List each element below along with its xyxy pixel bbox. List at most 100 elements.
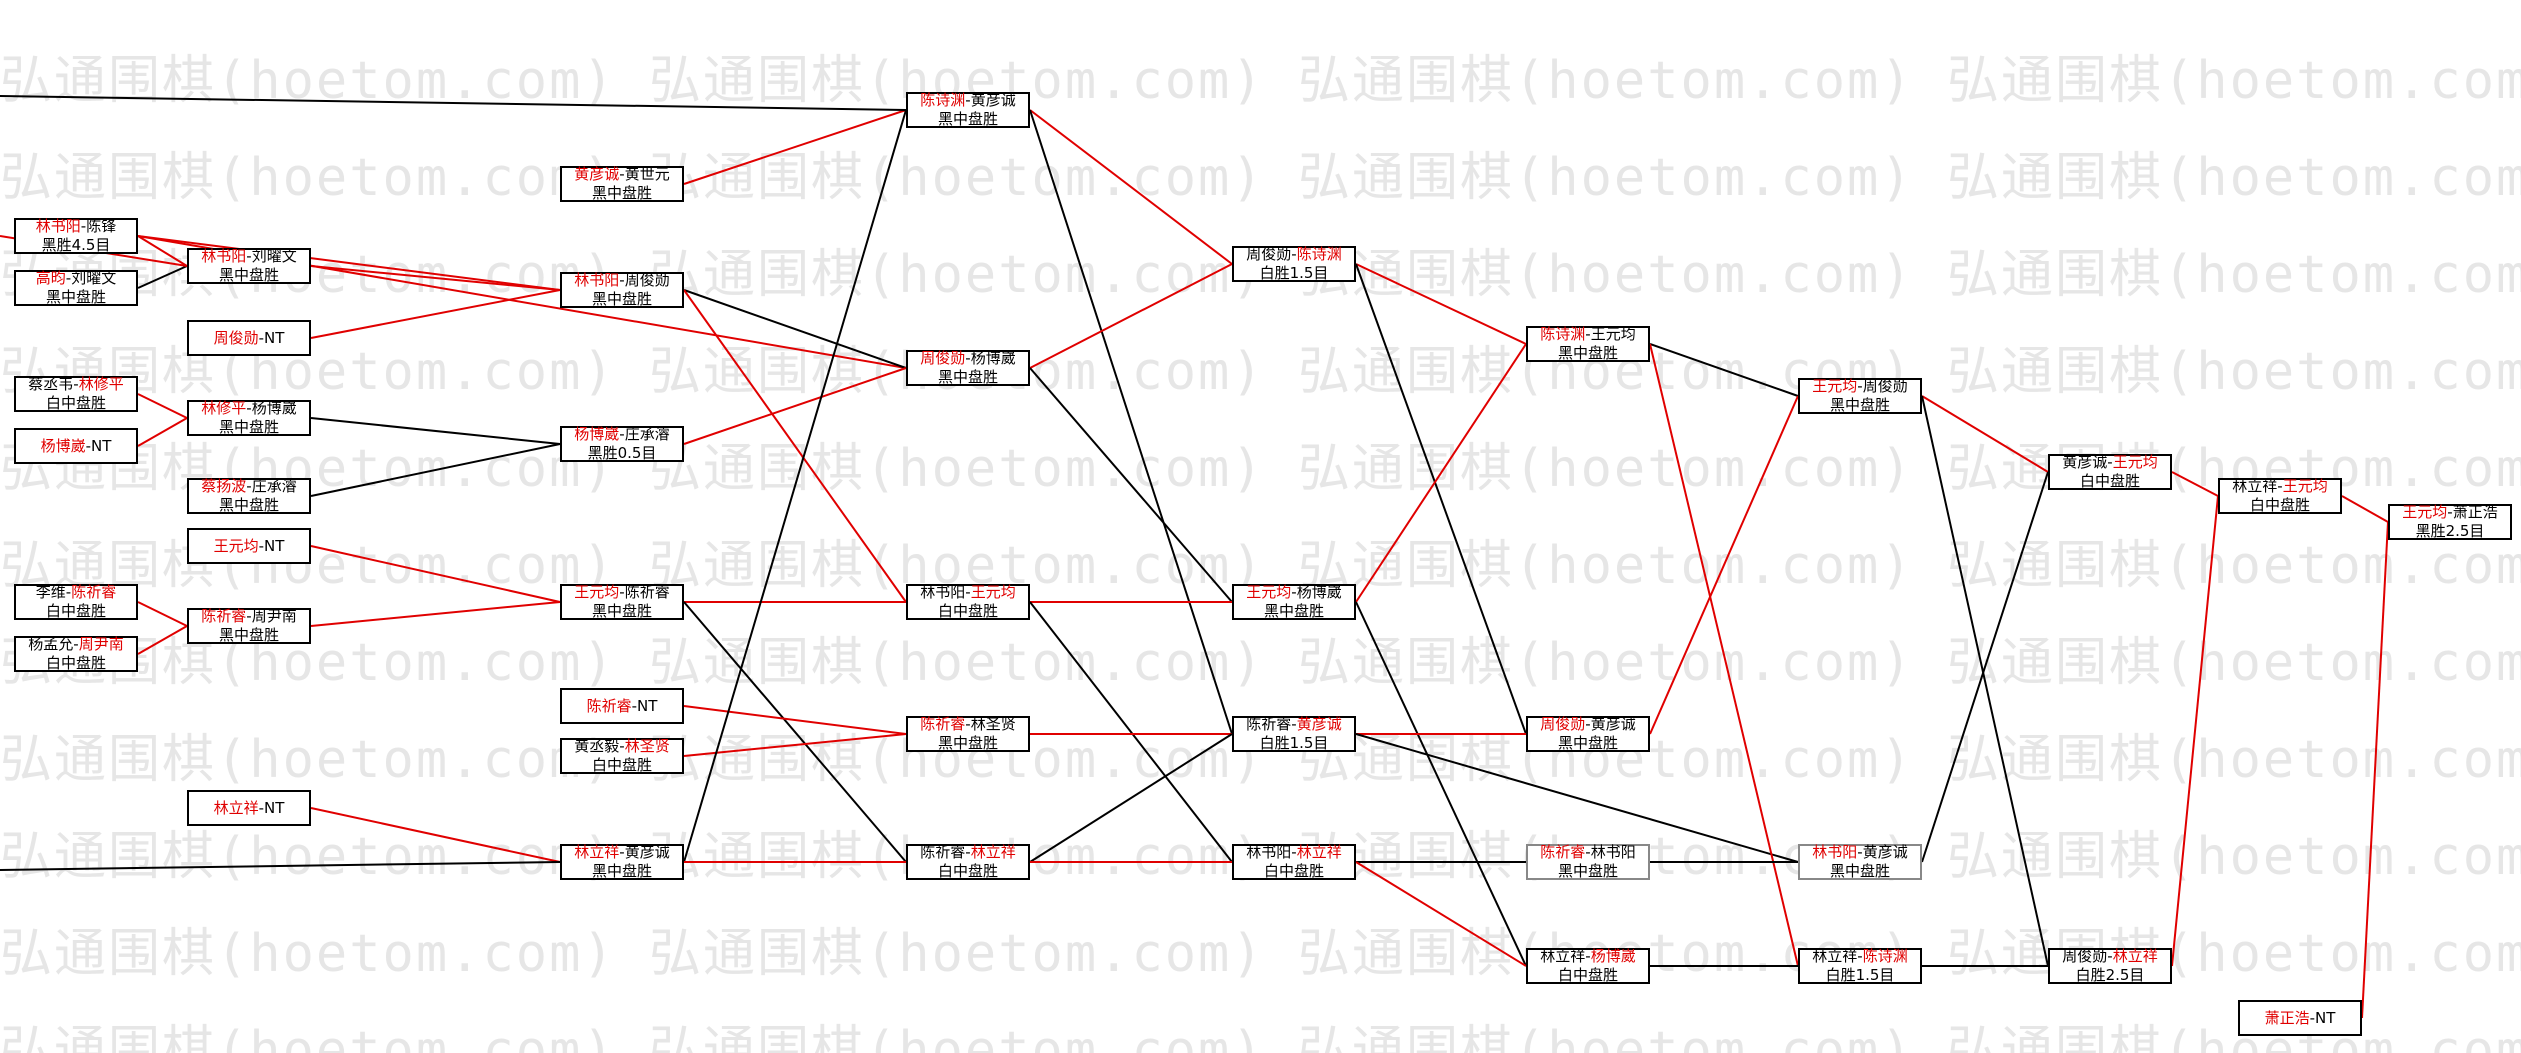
- match-box-r2a[interactable]: 林书阳-刘曜文黑中盘胜: [187, 247, 311, 284]
- vs-dash: -: [1291, 245, 1297, 263]
- player-1: 陈祈睿: [1540, 843, 1586, 861]
- connector-edge-r4a: [0, 95, 907, 111]
- connector-r5d-r6d: [1355, 861, 1527, 967]
- match-box-r7b[interactable]: 林书阳-黄彦诚黑中盘胜: [1798, 843, 1922, 880]
- match-box-r2d[interactable]: 蔡扬波-庄承濬黑中盘胜: [187, 477, 311, 514]
- match-players: 陈祈睿-林立祥: [920, 843, 1015, 862]
- player-1: 周俊勋: [1246, 245, 1292, 263]
- match-box-r3d[interactable]: 王元均-陈祈睿黑中盘胜: [560, 583, 684, 620]
- match-box-r1e[interactable]: 李维-陈祈睿白中盘胜: [14, 583, 138, 620]
- connector-r1e-r2f: [137, 601, 188, 627]
- match-result: 黑中盘胜: [45, 288, 106, 306]
- match-players: 林修平-杨博崴: [201, 399, 296, 418]
- connector-r3b-r4b: [683, 289, 907, 369]
- player-2: 周尹南: [251, 607, 297, 625]
- player-1: 王元均: [1246, 583, 1292, 601]
- match-box-r9a[interactable]: 林立祥-王元均白中盘胜: [2218, 477, 2342, 514]
- player-2: 林立祥: [970, 843, 1016, 861]
- match-box-r1a[interactable]: 林书阳-陈锋黑胜4.5目: [14, 217, 138, 254]
- match-box-r9b[interactable]: 萧正浩-NT: [2238, 1000, 2362, 1036]
- match-box-r1d[interactable]: 杨博崴-NT: [14, 428, 138, 464]
- match-box-r1b[interactable]: 高昀-刘曜文黑中盘胜: [14, 269, 138, 306]
- match-box-r10a[interactable]: 王元均-萧正浩黑胜2.5目: [2388, 503, 2512, 540]
- match-box-r3b[interactable]: 林书阳-周俊勋黑中盘胜: [560, 271, 684, 308]
- match-players: 李维-陈祈睿: [36, 583, 116, 602]
- player-2: NT: [264, 536, 285, 555]
- vs-dash: -: [73, 635, 79, 653]
- vs-dash: -: [65, 269, 72, 287]
- match-box-r4e[interactable]: 陈祈睿-林立祥白中盘胜: [906, 843, 1030, 880]
- player-1: 陈祈睿: [201, 607, 247, 625]
- match-box-r3f[interactable]: 黄丞毅-林圣贤白中盘胜: [560, 737, 684, 774]
- match-box-r2e[interactable]: 王元均-NT: [187, 528, 311, 564]
- match-result: 黑中盘胜: [937, 110, 998, 128]
- player-2: 黄彦诚: [1296, 715, 1342, 733]
- match-result: 黑中盘胜: [1557, 862, 1618, 880]
- match-players: 林书阳-陈锋: [36, 217, 116, 236]
- player-1: 林立祥: [574, 843, 620, 861]
- player-2: 林修平: [78, 375, 124, 393]
- connector-r9b-r10a: [2361, 521, 2389, 1019]
- match-result: 白中盘胜: [45, 602, 106, 620]
- match-players: 黄彦诚-黄世元: [574, 165, 669, 184]
- player-1: 黄彦诚: [2062, 453, 2108, 471]
- match-box-r3e[interactable]: 陈祈睿-NT: [560, 688, 684, 724]
- match-box-r4b[interactable]: 周俊勋-杨博崴黑中盘胜: [906, 349, 1030, 386]
- match-box-r5d[interactable]: 林书阳-林立祥白中盘胜: [1232, 843, 1356, 880]
- match-box-r6a[interactable]: 陈诗渊-王元均黑中盘胜: [1526, 325, 1650, 362]
- match-box-r5b[interactable]: 王元均-杨博崴黑中盘胜: [1232, 583, 1356, 620]
- match-box-r3a[interactable]: 黄彦诚-黄世元黑中盘胜: [560, 165, 684, 202]
- match-box-r4c[interactable]: 林书阳-王元均白中盘胜: [906, 583, 1030, 620]
- vs-dash: -: [965, 715, 971, 733]
- match-box-r3g[interactable]: 林立祥-黄彦诚黑中盘胜: [560, 843, 684, 880]
- match-box-r5c[interactable]: 陈祈睿-黄彦诚白胜1.5目: [1232, 715, 1356, 752]
- match-box-r2g[interactable]: 林立祥-NT: [187, 790, 311, 826]
- vs-dash: -: [1857, 377, 1863, 395]
- match-result: 白中盘胜: [45, 394, 106, 412]
- match-result: 白胜1.5目: [1259, 734, 1329, 752]
- match-box-r6b[interactable]: 周俊勋-黄彦诚黑中盘胜: [1526, 715, 1650, 752]
- match-box-r1c[interactable]: 蔡丞韦-林修平白中盘胜: [14, 375, 138, 412]
- player-1: 周俊勋: [920, 349, 966, 367]
- match-players: 高昀-刘曜文: [36, 269, 116, 288]
- match-players: 黄丞毅-林圣贤: [574, 737, 669, 756]
- match-players: 周俊勋-林立祥: [2062, 947, 2157, 966]
- player-1: 杨孟允: [28, 635, 74, 653]
- player-1: 黄丞毅: [574, 737, 620, 755]
- player-1: 王元均: [1812, 377, 1858, 395]
- match-box-r7c[interactable]: 林立祥-陈诗渊白胜1.5目: [1798, 947, 1922, 984]
- match-box-r7a[interactable]: 王元均-周俊勋黑中盘胜: [1798, 377, 1922, 414]
- vs-dash: -: [2107, 947, 2113, 965]
- match-box-r3c[interactable]: 杨博崴-庄承濬黑胜0.5目: [560, 425, 684, 462]
- match-box-r2c[interactable]: 林修平-杨博崴黑中盘胜: [187, 399, 311, 436]
- vs-dash: -: [246, 607, 252, 625]
- match-box-r5a[interactable]: 周俊勋-陈诗渊白胜1.5目: [1232, 245, 1356, 282]
- connector-r7a-r8b: [1921, 395, 2049, 967]
- match-box-r4d[interactable]: 陈祈睿-林圣贤黑中盘胜: [906, 715, 1030, 752]
- match-result: 白中盘胜: [45, 654, 106, 672]
- match-box-r6d[interactable]: 林立祥-杨博崴白中盘胜: [1526, 947, 1650, 984]
- vs-dash: -: [965, 91, 971, 109]
- player-1: 王元均: [213, 536, 259, 555]
- match-result: 黑中盘胜: [1829, 862, 1890, 880]
- connector-r5a-r6a: [1355, 263, 1527, 345]
- player-1: 陈祈睿: [586, 696, 632, 715]
- player-2: NT: [2315, 1008, 2336, 1027]
- player-2: NT: [637, 696, 658, 715]
- match-result: 黑中盘胜: [218, 266, 279, 284]
- match-box-r2b[interactable]: 周俊勋-NT: [187, 320, 311, 356]
- match-result: 白中盘胜: [937, 862, 998, 880]
- match-box-r8b[interactable]: 周俊勋-林立祥白胜2.5目: [2048, 947, 2172, 984]
- match-result: 黑胜4.5目: [41, 236, 111, 254]
- player-2: 黄彦诚: [1862, 843, 1908, 861]
- player-2: 王元均: [2112, 453, 2158, 471]
- match-box-r2f[interactable]: 陈祈睿-周尹南黑中盘胜: [187, 607, 311, 644]
- match-result: 黑中盘胜: [218, 496, 279, 514]
- match-box-r8a[interactable]: 黄彦诚-王元均白中盘胜: [2048, 453, 2172, 490]
- match-box-r6c[interactable]: 陈祈睿-林书阳黑中盘胜: [1526, 843, 1650, 880]
- match-players: 杨孟允-周尹南: [28, 635, 123, 654]
- match-box-r1f[interactable]: 杨孟允-周尹南白中盘胜: [14, 635, 138, 672]
- vs-dash: -: [246, 399, 252, 417]
- match-box-r4a[interactable]: 陈诗渊-黄彦诚黑中盘胜: [906, 91, 1030, 128]
